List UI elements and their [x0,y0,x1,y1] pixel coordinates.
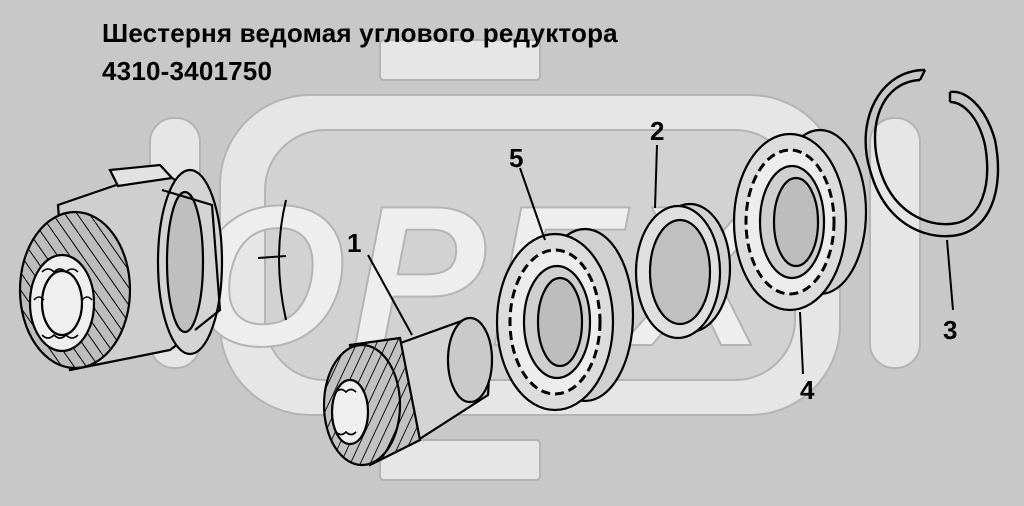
callout-1: 1 [347,228,362,258]
callout-3: 3 [943,315,958,345]
part-2-spacer-ring [634,202,732,340]
leader-1 [367,254,413,336]
leader-3 [946,239,954,311]
leader-lines [367,144,954,375]
part-number: 4310-3401750 [102,56,273,86]
callout-5: 5 [509,143,524,173]
part-5-ball-bearing [495,227,635,412]
leader-2 [654,144,658,209]
part-3-snap-ring [864,68,1000,238]
diagram-title: Шестерня ведомая углового редуктора [102,18,618,48]
assembled-gear-unit [18,163,287,372]
part-4-ball-bearing [732,128,868,312]
leader-4 [799,311,804,375]
callout-2: 2 [650,116,665,146]
leader-5 [519,167,546,241]
callout-4: 4 [800,375,815,405]
part-1-bevel-gear [322,316,494,467]
